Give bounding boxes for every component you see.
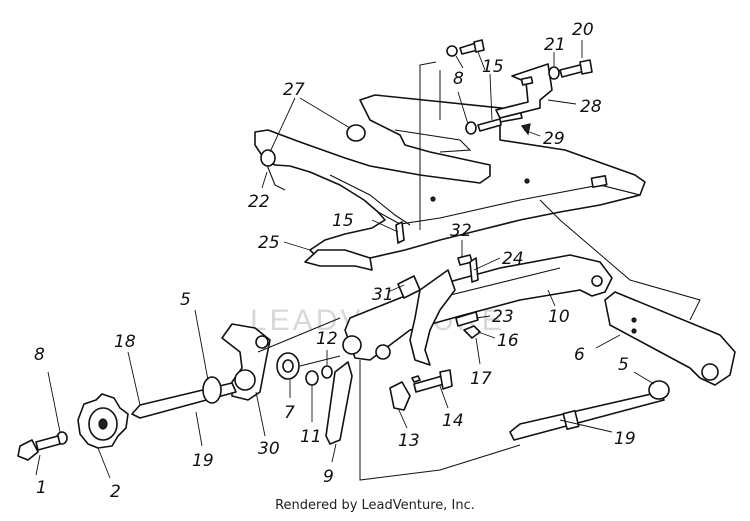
washer-8-top (446, 45, 458, 57)
washer-8-mid (465, 121, 477, 135)
callout-5: 5 (180, 290, 191, 310)
plate-23 (455, 311, 479, 327)
bracket-28 (495, 63, 553, 119)
arm (604, 291, 736, 386)
callout-9: 9 (323, 467, 334, 487)
callout-8: 8 (453, 69, 464, 89)
clip-31 (397, 275, 421, 299)
callout-31: 31 (372, 285, 394, 305)
bracket (221, 323, 271, 401)
nut-17 (463, 325, 481, 339)
hook (409, 269, 456, 366)
callout-6: 6 (574, 345, 585, 365)
callout-14: 14 (442, 411, 464, 431)
callout-25: 25 (258, 233, 280, 253)
washer-21 (548, 66, 560, 80)
bolt-14 (413, 369, 453, 393)
bolt-1 (17, 435, 61, 461)
gear (77, 393, 129, 449)
callout-18: 18 (114, 332, 136, 352)
callout-19: 19 (192, 451, 214, 471)
spring-clip (389, 381, 411, 411)
callout-17: 17 (470, 369, 492, 389)
footer-credit: Rendered by LeadVenture, Inc. (275, 498, 475, 513)
callout-15: 15 (332, 211, 354, 231)
end-cap (304, 249, 373, 271)
callout-19: 19 (614, 429, 636, 449)
bearing (276, 352, 300, 380)
callout-24: 24 (502, 249, 524, 269)
callout-13: 13 (398, 431, 420, 451)
bolt-15-center (395, 221, 405, 244)
bolt-mid (477, 118, 502, 132)
callout-23: 23 (492, 307, 514, 327)
callout-5: 5 (618, 355, 629, 375)
washer-11 (305, 370, 319, 386)
bolt-20 (559, 59, 593, 78)
bumper-22 (260, 149, 276, 167)
callout-12: 12 (316, 329, 338, 349)
callout-16: 16 (497, 331, 519, 351)
callout-22: 22 (248, 192, 270, 212)
bolt-15-top (459, 39, 485, 55)
callout-32: 32 (450, 221, 472, 241)
callout-21: 21 (544, 35, 566, 55)
nut-right (648, 380, 670, 400)
callout-1: 1 (36, 478, 47, 498)
washer-12 (321, 365, 333, 379)
callout-2: 2 (110, 482, 121, 500)
callout-20: 20 (572, 20, 594, 40)
shaft-left (131, 376, 237, 419)
callout-30: 30 (258, 439, 280, 459)
exploded-parts-diagram: LEADVENTURE (17, 20, 736, 500)
pin-16 (411, 375, 421, 383)
mounting-plate (254, 94, 646, 263)
shaft-right (509, 391, 665, 441)
callout-10: 10 (548, 307, 570, 327)
screw-29 (520, 123, 531, 136)
callout-28: 28 (580, 97, 602, 117)
callout-7: 7 (284, 403, 295, 423)
callout-8: 8 (34, 345, 45, 365)
callout-29: 29 (543, 129, 565, 149)
bumper-27 (346, 124, 366, 142)
callout-15: 15 (482, 57, 504, 77)
callout-27: 27 (283, 80, 305, 100)
callout-11: 11 (300, 427, 322, 447)
link (325, 361, 353, 445)
